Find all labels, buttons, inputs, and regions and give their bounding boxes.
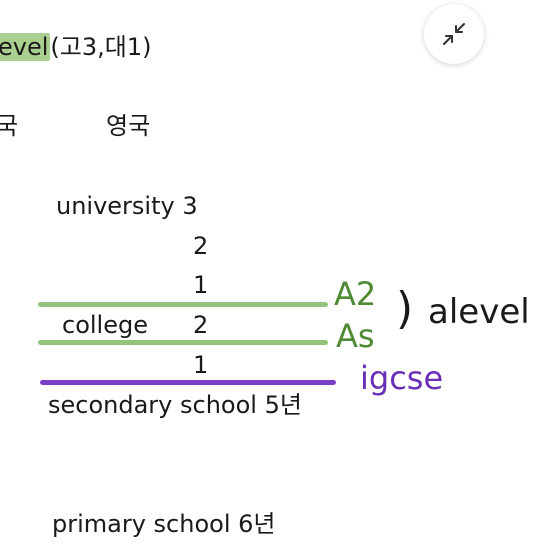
university-year-2: 2 <box>193 232 209 260</box>
university-year-1: 1 <box>193 271 209 299</box>
college-label: college <box>62 311 148 339</box>
university-label: university 3 <box>56 192 198 220</box>
purple-divider <box>40 380 336 385</box>
primary-school-label: primary school 6년 <box>52 510 276 538</box>
header-rest-text: (고3,대1) <box>50 33 152 61</box>
green-divider-top <box>38 302 328 307</box>
highlighted-text: evel <box>0 33 51 61</box>
annotation-a2: A2 <box>334 275 377 313</box>
annotation-as: As <box>336 317 375 355</box>
annotation-alevel: alevel <box>428 292 530 332</box>
green-divider-bottom <box>38 340 328 345</box>
column-korea-partial: 국 <box>0 112 19 140</box>
annotation-brace: ) <box>396 283 414 334</box>
column-uk: 영국 <box>106 112 151 140</box>
collapse-arrows-icon <box>443 23 465 45</box>
header-line: evel(고3,대1) <box>0 32 151 62</box>
collapse-button[interactable] <box>424 4 484 64</box>
college-year-2: 2 <box>193 311 209 339</box>
secondary-school-label: secondary school 5년 <box>48 391 302 419</box>
college-year-1: 1 <box>193 351 209 379</box>
annotation-igcse: igcse <box>360 359 444 397</box>
